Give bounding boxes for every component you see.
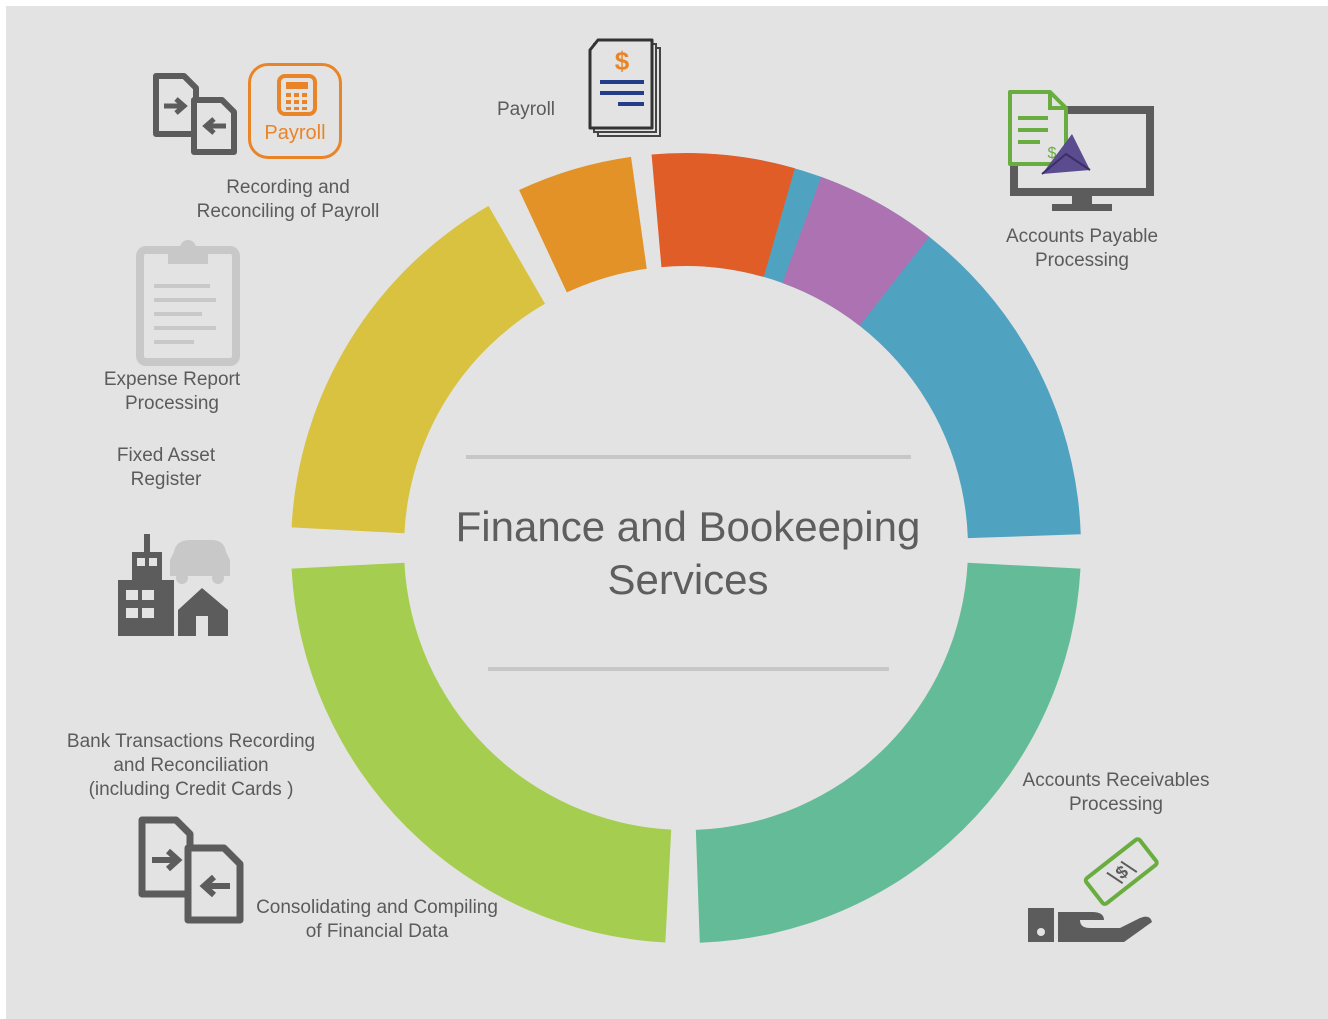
label-line: and Reconciliation [113, 755, 269, 776]
label-line: (including Credit Cards ) [88, 779, 294, 800]
donut-segment-recording-and-reconciling-of-payroll [651, 153, 795, 277]
transfer-docs-icon [153, 73, 237, 155]
donut-segment-consolidating-and-compiling-of-financial-data [291, 562, 672, 943]
label-consolidating: Consolidating and Compiling of Financial… [244, 896, 510, 944]
label-bank-transactions: Bank Transactions Recording and Reconcil… [44, 730, 338, 802]
fixed-assets-icon [118, 534, 230, 636]
center-title-line-2: Services [607, 556, 769, 603]
label-recording-reconciling-payroll: Recording and Reconciling of Payroll [176, 176, 400, 224]
label-line: Register [130, 469, 202, 490]
donut-segment-accounts-receivables-processing [695, 562, 1081, 943]
donut-segment-payroll [782, 176, 930, 326]
donut-segment-expense-report-processing [519, 156, 647, 293]
label-line: Processing [1035, 250, 1129, 271]
accounts-payable-monitor-icon: $ [1008, 90, 1154, 211]
label-fixed-asset: Fixed Asset Register [96, 444, 236, 492]
payroll-badge-text: Payroll [264, 122, 326, 144]
center-title: Finance and Bookeeping Services [388, 500, 988, 606]
label-line: Accounts Receivables [1022, 770, 1210, 791]
svg-text:$: $ [615, 46, 630, 76]
label-expense-report: Expense Report Processing [88, 368, 256, 416]
transfer-docs-icon [138, 816, 244, 924]
label-payroll-text: Payroll [496, 99, 556, 120]
label-line: Fixed Asset [116, 445, 216, 466]
label-line: Recording and [226, 177, 350, 198]
label-line: Consolidating and Compiling [256, 897, 498, 918]
center-title-line-1: Finance and Bookeeping [455, 503, 921, 550]
center-top-rule [466, 455, 911, 459]
label-line: Accounts Payable [1005, 226, 1159, 247]
donut-segment-bank-transactions-recording-and-reconciliation [291, 205, 545, 534]
label-payroll: Payroll [486, 98, 566, 122]
money-hand-icon: $ [1028, 837, 1159, 942]
label-accounts-receivables: Accounts Receivables Processing [1004, 769, 1228, 817]
center-bottom-rule [488, 667, 889, 671]
label-line: Processing [125, 393, 219, 414]
payroll-badge: Payroll [248, 63, 342, 159]
clipboard-icon [136, 240, 240, 366]
label-line: Expense Report [103, 369, 241, 390]
label-accounts-payable: Accounts Payable Processing [988, 225, 1176, 273]
label-line: Bank Transactions Recording [66, 731, 316, 752]
payroll-document-icon: $ [588, 38, 661, 137]
label-line: Processing [1069, 794, 1163, 815]
calculator-icon [277, 74, 317, 116]
label-line: Reconciling of Payroll [196, 201, 380, 222]
svg-text:$: $ [1048, 145, 1057, 162]
label-line: of Financial Data [305, 921, 449, 942]
